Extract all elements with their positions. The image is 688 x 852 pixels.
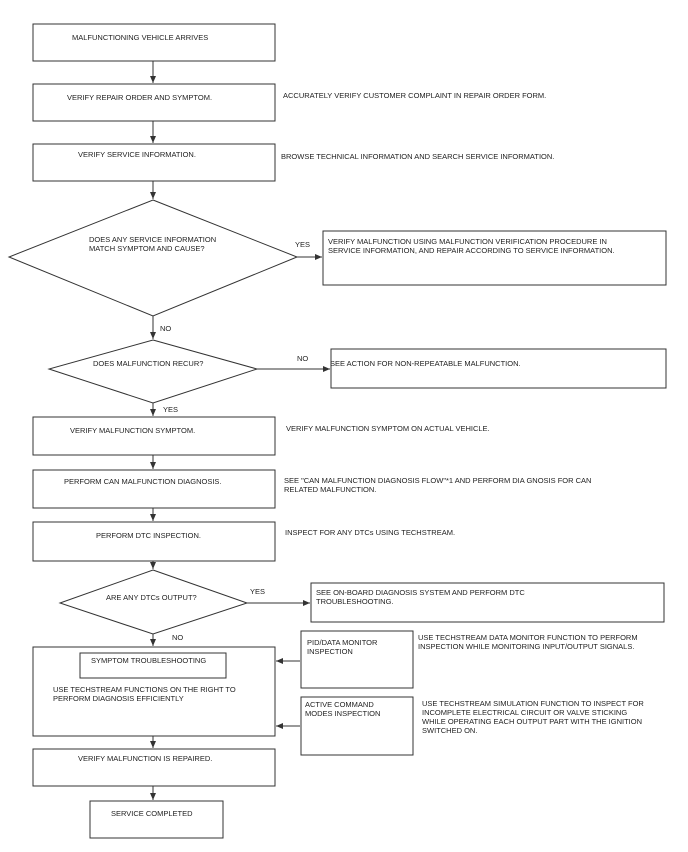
can-diagnosis-note-line2: RELATED MALFUNCTION. <box>284 485 376 494</box>
end-label: SERVICE COMPLETED <box>111 809 193 818</box>
can-diagnosis-label: PERFORM CAN MALFUNCTION DIAGNOSIS. <box>64 477 222 486</box>
dtc-inspection-box <box>32 521 276 562</box>
connectors <box>150 61 330 800</box>
verify-repair-order-box <box>32 83 276 122</box>
can-diagnosis-box <box>32 469 276 509</box>
dtc-troubleshooting-line1: SEE ON-BOARD DIAGNOSIS SYSTEM AND PERFOR… <box>316 588 525 597</box>
verify-symptom-box <box>32 416 276 456</box>
pid-monitor-note-line2: INSPECTION WHILE MONITORING INPUT/OUTPUT… <box>418 642 634 651</box>
decision-recur-diamond <box>47 339 259 404</box>
decision-service-info-node: DOES ANY SERVICE INFORMATION MATCH SYMPT… <box>7 199 667 333</box>
dtc-troubleshooting-line2: TROUBLESHOOTING. <box>316 597 394 606</box>
start-node: MALFUNCTIONING VEHICLE ARRIVES <box>32 23 276 62</box>
decision-service-info-yes: YES <box>295 240 310 249</box>
symptom-troubleshooting-desc-line1: USE TECHSTREAM FUNCTIONS ON THE RIGHT TO <box>53 685 236 694</box>
decision-service-info-line1: DOES ANY SERVICE INFORMATION <box>89 235 216 244</box>
verify-repaired-node: VERIFY MALFUNCTION IS REPAIRED. <box>32 748 276 787</box>
symptom-troubleshooting-desc-line2: PERFORM DIAGNOSIS EFFICIENTLY <box>53 694 184 703</box>
active-command-line2: MODES INSPECTION <box>305 709 380 718</box>
active-command-note-line4: SWITCHED ON. <box>422 726 477 735</box>
can-diagnosis-node: PERFORM CAN MALFUNCTION DIAGNOSIS. SEE "… <box>32 469 591 509</box>
symptom-troubleshooting-title: SYMPTOM TROUBLESHOOTING <box>91 656 206 665</box>
non-repeatable-label: SEE ACTION FOR NON-REPEATABLE MALFUNCTIO… <box>330 359 521 368</box>
dtc-inspection-note: INSPECT FOR ANY DTCs USING TECHSTREAM. <box>285 528 455 537</box>
verify-service-info-note: BROWSE TECHNICAL INFORMATION AND SEARCH … <box>281 152 554 161</box>
repair-per-service-info-line1: VERIFY MALFUNCTION USING MALFUNCTION VER… <box>328 237 607 246</box>
can-diagnosis-note-line1: SEE "CAN MALFUNCTION DIAGNOSIS FLOW"*1 A… <box>284 476 591 485</box>
decision-dtc-node: ARE ANY DTCs OUTPUT? YES NO SEE ON-BOARD… <box>58 569 665 642</box>
verify-service-info-node: VERIFY SERVICE INFORMATION. BROWSE TECHN… <box>32 143 554 182</box>
verify-service-info-box <box>32 143 276 182</box>
pid-monitor-line2: INSPECTION <box>307 647 353 656</box>
verify-repaired-label: VERIFY MALFUNCTION IS REPAIRED. <box>78 754 212 763</box>
dtc-troubleshooting-box <box>310 582 665 623</box>
active-command-node: ACTIVE COMMAND MODES INSPECTION USE TECH… <box>300 696 644 756</box>
verify-service-info-label: VERIFY SERVICE INFORMATION. <box>78 150 196 159</box>
pid-monitor-box <box>300 630 414 689</box>
verify-repaired-box <box>32 748 276 787</box>
active-command-box <box>300 696 414 756</box>
dtc-inspection-node: PERFORM DTC INSPECTION. INSPECT FOR ANY … <box>32 521 455 562</box>
verify-symptom-node: VERIFY MALFUNCTION SYMPTOM. VERIFY MALFU… <box>32 416 490 456</box>
decision-dtc-diamond <box>58 569 249 635</box>
end-node: SERVICE COMPLETED <box>89 800 224 839</box>
decision-service-info-line2: MATCH SYMPTOM AND CAUSE? <box>89 244 205 253</box>
decision-dtc-yes: YES <box>250 587 265 596</box>
verify-symptom-label: VERIFY MALFUNCTION SYMPTOM. <box>70 426 195 435</box>
active-command-note-line1: USE TECHSTREAM SIMULATION FUNCTION TO IN… <box>422 699 644 708</box>
verify-repair-order-label: VERIFY REPAIR ORDER AND SYMPTOM. <box>67 93 212 102</box>
verify-repair-order-node: VERIFY REPAIR ORDER AND SYMPTOM. ACCURAT… <box>32 83 546 122</box>
repair-per-service-info-line2: SERVICE INFORMATION, AND REPAIR ACCORDIN… <box>328 246 615 255</box>
pid-monitor-note-line1: USE TECHSTREAM DATA MONITOR FUNCTION TO … <box>418 633 638 642</box>
decision-service-info-no: NO <box>160 324 171 333</box>
active-command-line1: ACTIVE COMMAND <box>305 700 374 709</box>
end-box <box>89 800 224 839</box>
non-repeatable-box <box>330 348 667 389</box>
verify-repair-order-note: ACCURATELY VERIFY CUSTOMER COMPLAINT IN … <box>283 91 546 100</box>
pid-monitor-node: PID/DATA MONITOR INSPECTION USE TECHSTRE… <box>300 630 638 689</box>
start-box <box>32 23 276 62</box>
dtc-inspection-label: PERFORM DTC INSPECTION. <box>96 531 201 540</box>
decision-service-info-diamond <box>7 199 299 317</box>
symptom-troubleshooting-node: SYMPTOM TROUBLESHOOTING USE TECHSTREAM F… <box>32 646 276 737</box>
decision-recur-node: DOES MALFUNCTION RECUR? NO YES SEE ACTIO… <box>47 339 667 414</box>
decision-recur-no: NO <box>297 354 308 363</box>
start-label: MALFUNCTIONING VEHICLE ARRIVES <box>72 33 208 42</box>
decision-dtc-label: ARE ANY DTCs OUTPUT? <box>106 593 197 602</box>
active-command-note-line2: INCOMPLETE ELECTRICAL CIRCUIT OR VALVE S… <box>422 708 627 717</box>
decision-recur-label: DOES MALFUNCTION RECUR? <box>93 359 203 368</box>
active-command-note-line3: WHILE OPERATING EACH OUTPUT PART WITH TH… <box>422 717 642 726</box>
symptom-troubleshooting-title-box <box>79 652 227 679</box>
verify-symptom-note: VERIFY MALFUNCTION SYMPTOM ON ACTUAL VEH… <box>286 424 490 433</box>
decision-dtc-no: NO <box>172 633 183 642</box>
repair-per-service-info-box <box>322 230 667 286</box>
decision-recur-yes: YES <box>163 405 178 414</box>
pid-monitor-line1: PID/DATA MONITOR <box>307 638 378 647</box>
